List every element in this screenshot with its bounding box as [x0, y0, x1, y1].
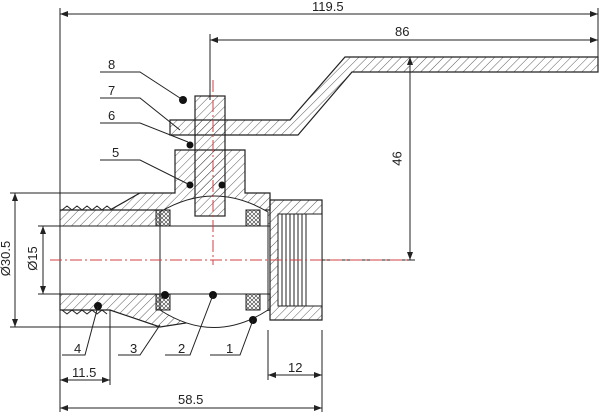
callout-6: 6 [108, 108, 116, 123]
dim-outer-diameter: Ø30.5 [0, 240, 14, 277]
callout-5: 5 [112, 145, 120, 160]
dim-overall-length: 119.5 [312, 0, 344, 14]
dim-female-thread-length: 12 [288, 360, 303, 375]
callout-4: 4 [74, 341, 82, 356]
callout-3: 3 [130, 341, 138, 356]
dim-handle-length: 86 [395, 24, 410, 39]
callout-7: 7 [108, 83, 116, 98]
callout-1: 1 [226, 341, 234, 356]
stem [194, 95, 226, 217]
dim-handle-height: 46 [389, 151, 405, 166]
dim-body-length: 58.5 [178, 392, 204, 407]
callout-leaders [62, 71, 254, 356]
seat-ring [155, 209, 171, 227]
handle [169, 56, 599, 136]
dim-bore-diameter: Ø15 [24, 246, 40, 271]
dim-male-thread-length: 11.5 [72, 365, 97, 380]
callout-2: 2 [178, 341, 186, 356]
callout-8: 8 [108, 57, 116, 72]
